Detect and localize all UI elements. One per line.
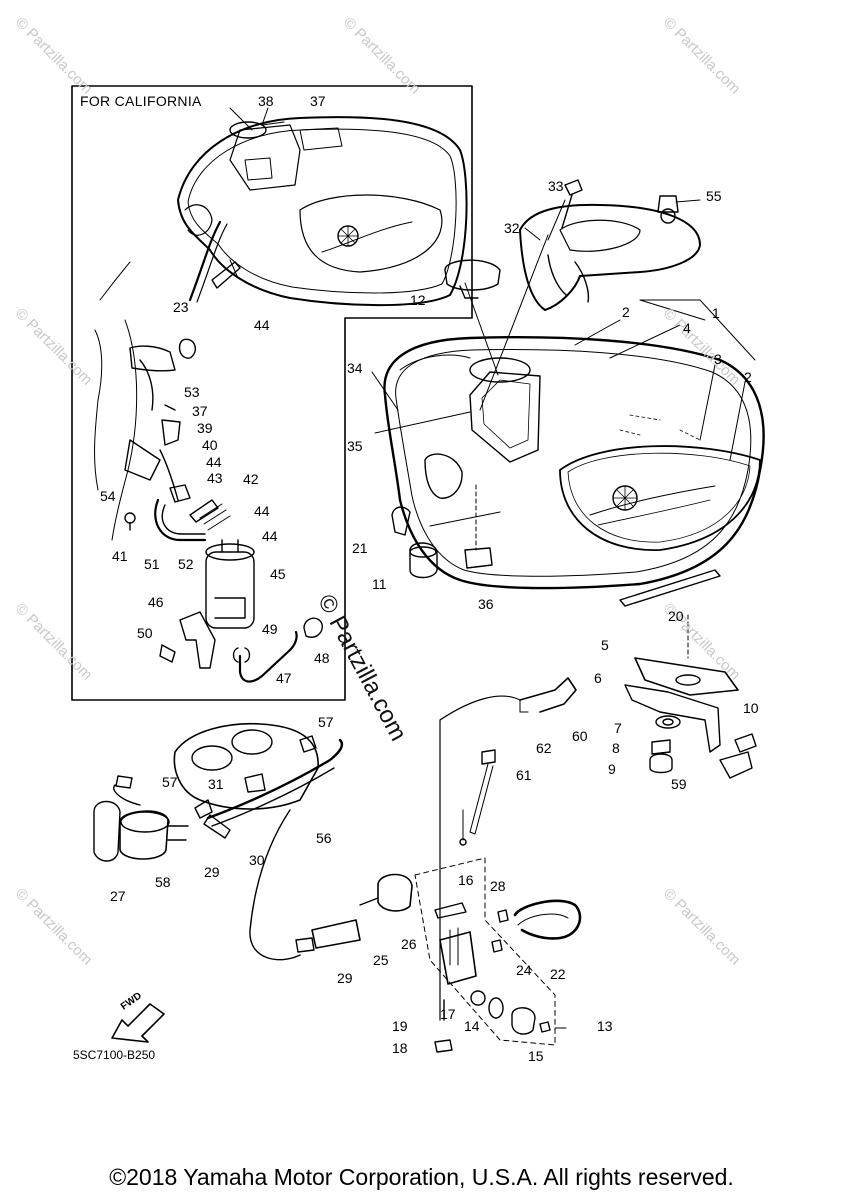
california-vapor-plumbing: [124, 220, 241, 542]
copyright-notice: ©2018 Yamaha Motor Corporation, U.S.A. A…: [109, 1164, 734, 1190]
part-label: 40: [202, 437, 218, 453]
tank-mount-parts: [391, 484, 721, 607]
bracket-bolt: [159, 644, 176, 663]
part-label: 51: [144, 556, 160, 572]
part-label: 14: [464, 1018, 480, 1034]
part-label: 17: [440, 1006, 456, 1022]
part-label: 58: [155, 874, 171, 890]
part-label: 5: [601, 637, 609, 653]
part-label: 38: [258, 93, 274, 109]
part-label: 45: [270, 566, 286, 582]
part-label: 59: [671, 776, 687, 792]
part-label: 54: [100, 488, 116, 504]
fuel-cock-cable: [439, 677, 577, 1021]
part-label: 43: [207, 470, 223, 486]
rear-tank-bracket: [624, 614, 757, 779]
part-label: 36: [478, 596, 494, 612]
clip-49: [232, 647, 251, 663]
part-label: 7: [614, 720, 622, 736]
part-label: 34: [347, 360, 363, 376]
part-label: 24: [516, 962, 532, 978]
fuel-cock-assembly: [414, 857, 582, 1053]
part-label: 62: [536, 740, 552, 756]
part-label: 30: [249, 852, 265, 868]
part-label: 18: [392, 1040, 408, 1056]
part-label: 48: [314, 650, 330, 666]
part-label: 15: [528, 1048, 544, 1064]
part-label: 50: [137, 625, 153, 641]
part-label: 22: [550, 966, 566, 982]
part-label: 37: [192, 403, 208, 419]
part-label: 20: [668, 608, 684, 624]
part-label: 47: [276, 670, 292, 686]
part-label: 32: [504, 220, 520, 236]
part-label: 37: [310, 93, 326, 109]
part-label: 27: [110, 888, 126, 904]
part-label: 57: [162, 774, 178, 790]
part-label: 55: [706, 188, 722, 204]
part-label: 35: [347, 438, 363, 454]
part-label: 44: [254, 317, 270, 333]
part-label: 25: [373, 952, 389, 968]
part-label: 2: [622, 304, 630, 320]
canister-hose: [238, 630, 298, 683]
cover-cap: [657, 195, 679, 213]
fwd-arrow: [111, 1003, 165, 1043]
fuel-cap: [444, 259, 501, 299]
part-label: 2: [744, 369, 752, 385]
california-inset-box: [71, 85, 473, 701]
part-label: 56: [316, 830, 332, 846]
part-label: 42: [243, 471, 259, 487]
part-label: 10: [743, 700, 759, 716]
part-label: 16: [458, 872, 474, 888]
part-label: 4: [683, 320, 691, 336]
part-label: 44: [262, 528, 278, 544]
part-label: 52: [178, 556, 194, 572]
part-label: 60: [572, 728, 588, 744]
part-label: 41: [112, 548, 128, 564]
cover-screw: [561, 179, 583, 229]
frame-outline: [94, 261, 138, 541]
leader-lines-top: [229, 107, 756, 461]
part-label: 26: [401, 936, 417, 952]
part-label: 44: [254, 503, 270, 519]
fuel-pump-assembly: [93, 722, 413, 961]
part-label: 19: [392, 1018, 408, 1034]
part-label: 39: [197, 420, 213, 436]
part-label: 21: [352, 540, 368, 556]
canister-bracket: [179, 611, 216, 669]
part-label: 3: [714, 351, 722, 367]
part-label: 29: [204, 864, 220, 880]
part-label: 8: [612, 740, 620, 756]
part-label: 49: [262, 621, 278, 637]
part-label: 53: [184, 384, 200, 400]
part-label: 6: [594, 670, 602, 686]
part-label: 13: [597, 1018, 613, 1034]
part-label: 28: [490, 878, 506, 894]
part-label: 44: [206, 454, 222, 470]
part-label: 29: [337, 970, 353, 986]
tank-cover: [519, 203, 701, 311]
part-label: 11: [372, 576, 387, 592]
part-label: 23: [173, 299, 189, 315]
part-label: 12: [410, 292, 426, 308]
main-fuel-tank: [383, 336, 765, 590]
part-label: 9: [608, 761, 616, 777]
part-label: 31: [208, 776, 224, 792]
california-fuel-tank: [177, 116, 468, 307]
part-label: 33: [548, 178, 564, 194]
part-label: 61: [516, 767, 532, 783]
hose-clamp: [303, 617, 323, 638]
part-label: 46: [148, 594, 164, 610]
part-label: 57: [318, 714, 334, 730]
diagram-code: 5SC7100-B250: [73, 1048, 156, 1062]
charcoal-canister: [205, 539, 255, 629]
part-label: 1: [712, 305, 720, 321]
inset-title: FOR CALIFORNIA: [80, 93, 202, 109]
